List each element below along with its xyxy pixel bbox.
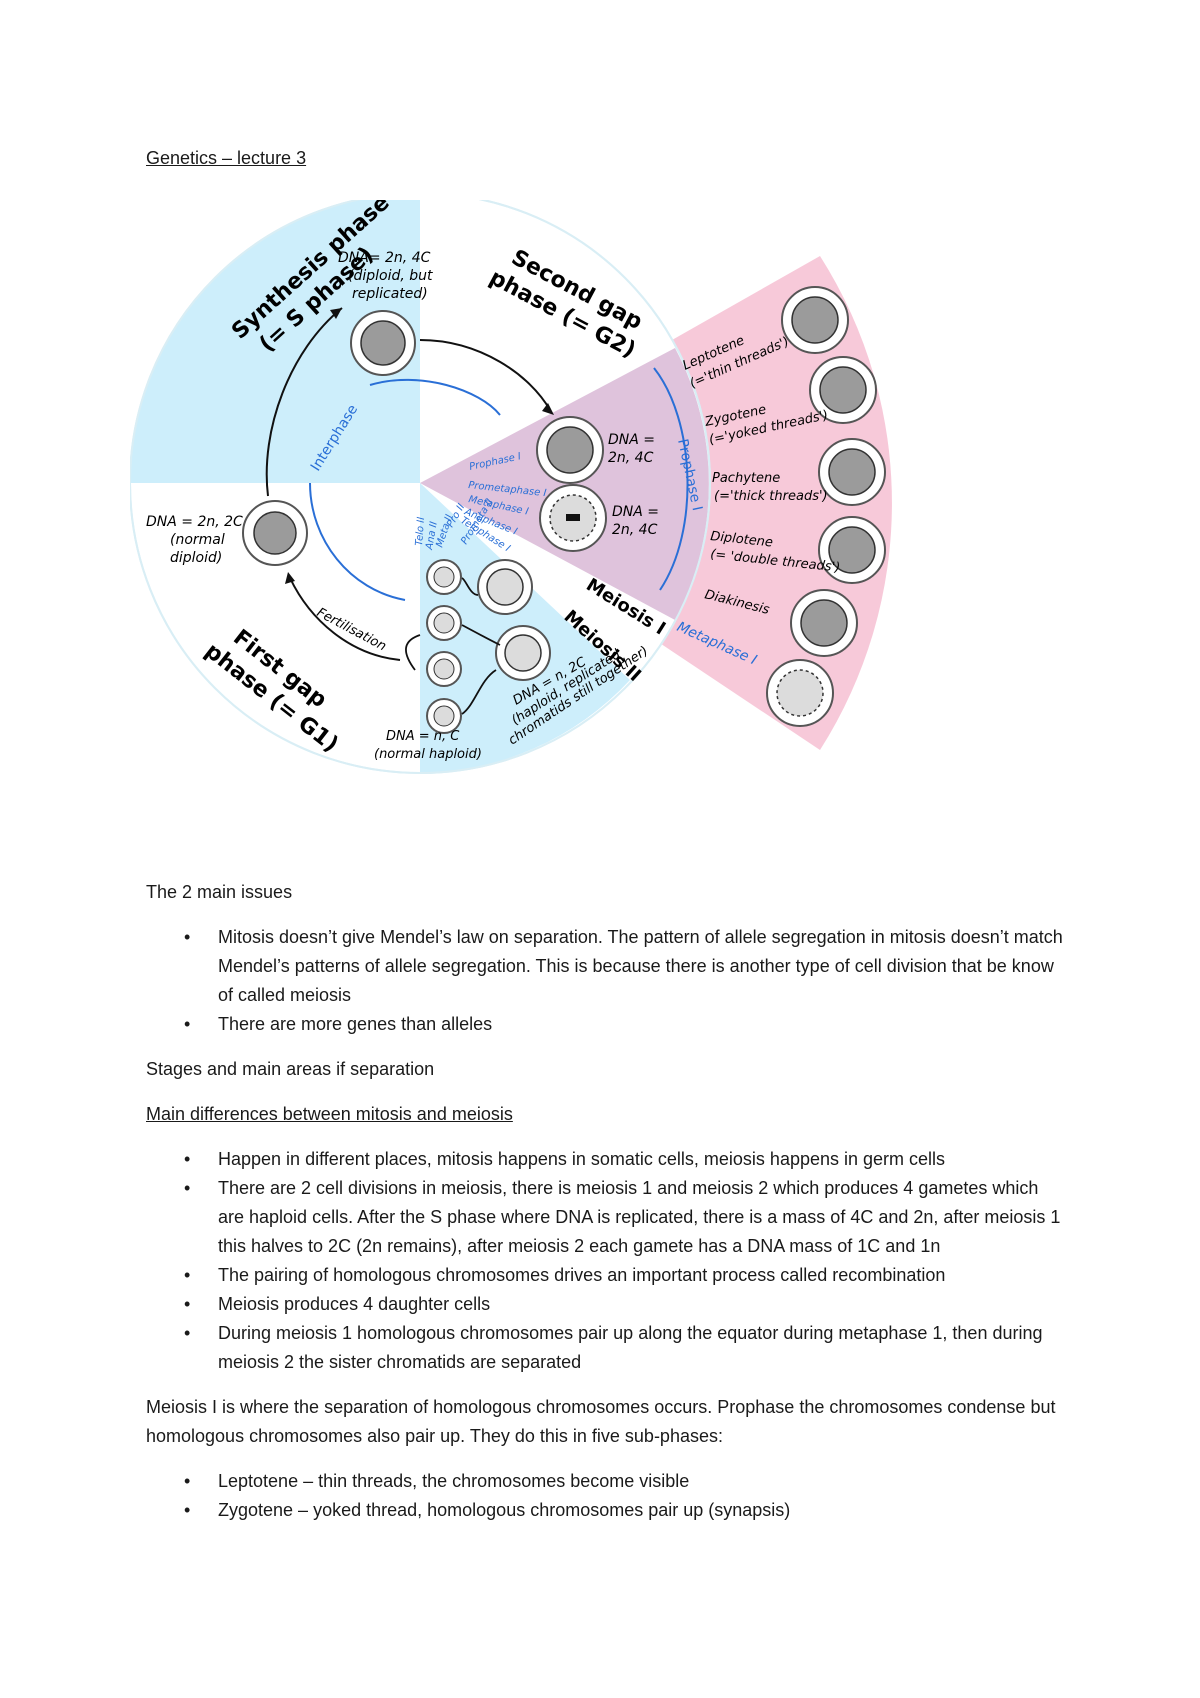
dna-g1-text: DNA = 2n, 2C (normal diploid) [146,514,243,566]
difference-item: There are 2 cell divisions in meiosis, t… [184,1174,1066,1261]
stage-telo2: Telo II [414,516,427,546]
meiosis1-sector [420,348,709,620]
dna-s-line3: replicated) [352,286,428,302]
cell-cycle-diagram: Synthesis phase (= S phase) Second gap p… [130,200,1030,860]
cycle-outline [130,200,711,774]
arrow-s-to-g2 [419,339,551,411]
dna-g1-line2: (normal [170,532,225,548]
dna-gamete-line2: (normal haploid) [374,747,482,762]
substage-pachytene-note: (='thick threads') [714,489,828,504]
s-phase-cell [350,310,416,376]
subphase-item: Zygotene – yoked thread, homologous chro… [184,1496,1066,1525]
differences-heading: Main differences between mitosis and mei… [146,1104,513,1124]
arrows-to-gametes [405,577,501,715]
difference-item: The pairing of homologous chromosomes dr… [184,1261,1066,1290]
dna-s-text: DNA= 2n, 4C (diploid, but replicated) [338,250,433,302]
dna-g1-line3: diploid) [170,550,222,566]
meiosis1-paragraph: Meiosis I is where the separation of hom… [146,1397,1056,1446]
prophase-cell [536,416,604,484]
substage-cells [766,286,886,727]
stages-line: Stages and main areas if separation [146,1059,435,1079]
issues-heading: The 2 main issues [146,882,293,902]
substage-pachytene: Pachytene [712,471,780,486]
difference-item: Happen in different places, mitosis happ… [184,1145,1066,1174]
differences-list: Happen in different places, mitosis happ… [146,1145,1066,1377]
lecture-notes: The 2 main issues Mitosis doesn’t give M… [146,878,1066,1541]
metaphase1-cell [539,484,607,552]
document-title: Genetics – lecture 3 [146,148,307,168]
meiosis2-cells [426,559,551,734]
difference-item: Meiosis produces 4 daughter cells [184,1290,1066,1319]
issue-item: Mitosis doesn’t give Mendel’s law on sep… [184,923,1066,1010]
dna-prophase-line1: DNA = [608,432,655,448]
dna-prophase-line2: 2n, 4C [608,450,654,466]
interphase-arc [309,482,406,601]
stage-ana2: Ana II [424,521,440,552]
prophase1-bracket [653,367,689,591]
dna-s-line2: (diploid, but [348,268,433,284]
issues-list: Mitosis doesn’t give Mendel’s law on sep… [146,923,1066,1039]
difference-item: During meiosis 1 homologous chromosomes … [184,1319,1066,1377]
dna-m1-line1: DNA = [612,504,659,520]
subphase-item: Leptotene – thin threads, the chromosome… [184,1467,1066,1496]
dna-m1-line2: 2n, 4C [612,522,658,538]
g1-cell [242,500,308,566]
s-phase-sector [130,200,420,483]
dna-s-line1: DNA= 2n, 4C [338,250,431,266]
dna-prophase-text: DNA = 2n, 4C DNA = 2n, 4C [608,432,659,538]
dna-gamete-text: DNA = n, C (normal haploid) [374,729,482,762]
issue-item: There are more genes than alleles [184,1010,1066,1039]
arrow-g1-to-s [265,307,343,497]
dna-g1-line1: DNA = 2n, 2C [146,514,243,530]
subphases-list: Leptotene – thin threads, the chromosome… [146,1467,1066,1525]
dna-gamete-line1: DNA = n, C [386,729,460,744]
substage-diplotene: Diplotene [710,529,774,550]
cell-cycle-svg: Synthesis phase (= S phase) Second gap p… [130,200,892,774]
arrow-fertilisation [289,577,401,661]
